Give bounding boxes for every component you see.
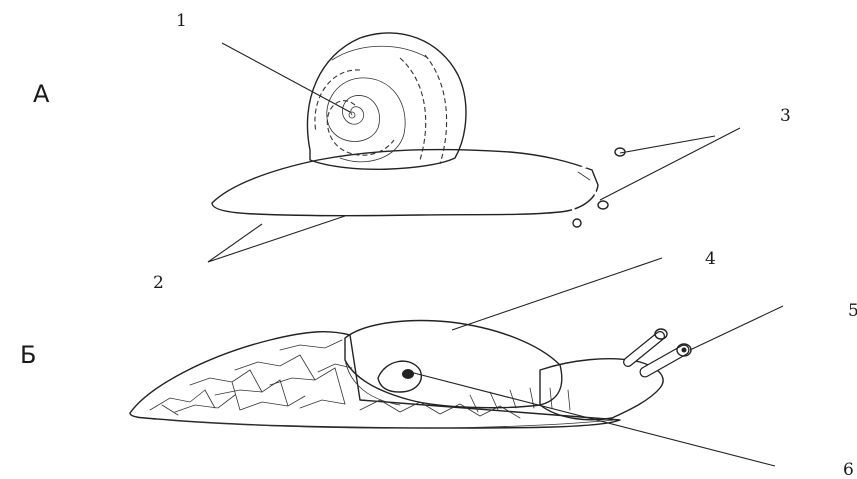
slug-tentacles (628, 329, 691, 372)
leader-2a (208, 224, 262, 262)
number-label-5: 5 (848, 301, 857, 321)
leader-5 (690, 306, 783, 350)
section-label-b: Б (20, 341, 36, 369)
slug-drawing (130, 321, 691, 429)
leader-4 (452, 258, 662, 330)
leader-2b (208, 216, 345, 262)
number-label-4: 4 (705, 249, 716, 269)
leader-6 (410, 372, 775, 466)
slug-mantle (345, 321, 562, 408)
leader-3b (600, 128, 740, 200)
number-label-1: 1 (176, 11, 187, 31)
number-label-2: 2 (153, 273, 164, 293)
snail-shell (307, 33, 466, 169)
labels: А Б 1 2 3 4 5 6 (20, 11, 857, 479)
leader-1 (222, 43, 350, 112)
section-label-a: А (33, 80, 50, 108)
snail-foot (212, 150, 598, 216)
slug-pneumostome (378, 361, 421, 392)
slug-body-pattern (150, 340, 570, 418)
snail-drawing (212, 33, 625, 227)
number-label-3: 3 (780, 106, 791, 126)
number-label-6: 6 (843, 460, 854, 479)
leader-3a (620, 136, 715, 153)
